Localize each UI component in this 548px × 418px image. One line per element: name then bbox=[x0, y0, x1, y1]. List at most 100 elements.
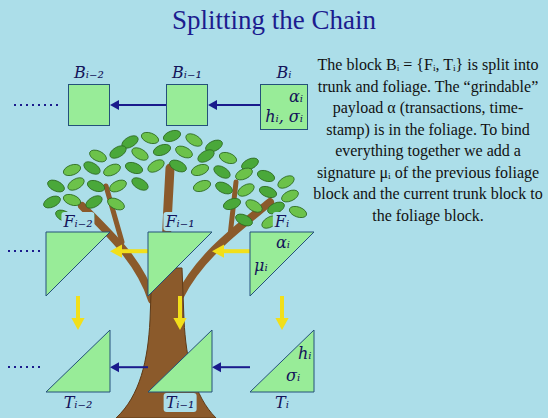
connector-line bbox=[76, 296, 80, 320]
leaf bbox=[196, 147, 217, 165]
connector-line bbox=[215, 104, 260, 106]
block-label: Bᵢ₋₁ bbox=[172, 63, 202, 82]
foliage-block: Fᵢ₋₂ bbox=[46, 232, 110, 296]
title-holder: Splitting the Chain bbox=[0, 4, 548, 36]
triangle-shape bbox=[148, 232, 212, 296]
leaf bbox=[258, 184, 278, 200]
block-label: Bᵢ bbox=[277, 63, 292, 82]
foliage-triangle bbox=[46, 232, 110, 296]
block-content: αᵢ bbox=[276, 233, 290, 252]
tree-foliage bbox=[42, 128, 308, 231]
chain-block: Bᵢαᵢhᵢ, σᵢ bbox=[260, 84, 308, 130]
block-label: Tᵢ₋₂ bbox=[62, 393, 95, 412]
leaf bbox=[174, 144, 195, 161]
trunk-triangle bbox=[46, 330, 110, 392]
leaf bbox=[276, 173, 297, 191]
connector-line bbox=[117, 366, 148, 368]
block-label: Bᵢ₋₂ bbox=[74, 63, 104, 82]
leaf bbox=[46, 178, 67, 195]
connector-arrow bbox=[212, 362, 250, 372]
arrow-head bbox=[275, 318, 288, 330]
block-content-holder: μᵢ bbox=[254, 256, 268, 275]
leaf bbox=[82, 159, 103, 177]
connector-line bbox=[219, 366, 250, 368]
connector-arrow bbox=[173, 296, 186, 330]
leaf bbox=[212, 163, 233, 181]
leaf bbox=[234, 212, 255, 229]
block-label-holder: Bᵢ₋₂ bbox=[74, 63, 104, 82]
leaf bbox=[162, 128, 182, 144]
block-label: Fᵢ₋₁ bbox=[163, 212, 196, 231]
trunk-block: Tᵢhᵢσᵢ bbox=[250, 330, 314, 392]
arrow-head bbox=[212, 245, 224, 258]
connector-line bbox=[120, 249, 148, 253]
foliage-block: Fᵢ₋₁ bbox=[148, 232, 212, 296]
connector-arrow bbox=[110, 100, 166, 110]
connector-arrow bbox=[275, 296, 288, 330]
leaf bbox=[168, 158, 189, 175]
note-text-holder: The block Bᵢ = {Fᵢ, Tᵢ} is split into tr… bbox=[312, 54, 544, 226]
leaf bbox=[234, 166, 255, 183]
leaf bbox=[108, 143, 129, 161]
triangle-shape bbox=[250, 330, 314, 392]
arrow-head bbox=[173, 318, 186, 330]
leaf bbox=[106, 196, 127, 213]
leaf bbox=[192, 178, 212, 194]
trunk-block: Tᵢ₋₂ bbox=[46, 330, 110, 392]
leaf bbox=[280, 188, 301, 205]
leaf bbox=[108, 178, 129, 195]
connector-arrow bbox=[71, 296, 84, 330]
arrow-head bbox=[110, 100, 119, 110]
leaf bbox=[84, 193, 105, 211]
leaf bbox=[190, 162, 210, 178]
block-label: Tᵢ₋₁ bbox=[164, 393, 197, 412]
connector-arrow bbox=[212, 245, 250, 258]
title: Splitting the Chain bbox=[172, 4, 376, 36]
connector-line bbox=[117, 104, 166, 106]
connector-line bbox=[178, 296, 182, 320]
triangle-shape bbox=[46, 330, 110, 392]
leaf bbox=[130, 175, 151, 193]
chain-continuation-dots bbox=[8, 366, 42, 368]
triangle-shape bbox=[46, 232, 110, 296]
block-label-holder: Tᵢ₋₂ bbox=[62, 393, 95, 412]
connector-arrow bbox=[110, 362, 148, 372]
block-label-holder: Bᵢ bbox=[277, 63, 292, 82]
leaf bbox=[152, 142, 172, 158]
arrow-head bbox=[71, 318, 84, 330]
connector-line bbox=[280, 296, 284, 320]
leaf bbox=[146, 157, 167, 175]
leaf bbox=[236, 181, 257, 199]
block-content: hᵢ, σᵢ bbox=[265, 107, 303, 126]
tree-trunk bbox=[116, 268, 216, 418]
leaf bbox=[184, 131, 205, 149]
block-content-holder: αᵢ bbox=[276, 233, 290, 252]
block-content: μᵢ bbox=[254, 256, 268, 275]
arrow-head bbox=[110, 362, 119, 372]
leaf bbox=[62, 192, 82, 208]
trunk-triangle bbox=[148, 330, 212, 392]
block-content: αᵢ bbox=[289, 87, 303, 106]
block-label-holder: Fᵢ₋₁ bbox=[163, 212, 196, 231]
leaf bbox=[66, 175, 87, 193]
chain-block: Bᵢ₋₁ bbox=[166, 84, 208, 126]
block-label: Tᵢ bbox=[273, 393, 291, 412]
leaf bbox=[244, 197, 265, 215]
leaf bbox=[288, 204, 308, 220]
arrow-head bbox=[208, 100, 217, 110]
block-content-holder: hᵢ bbox=[298, 344, 312, 363]
leaf bbox=[124, 160, 144, 176]
trunk-block: Tᵢ₋₁ bbox=[148, 330, 212, 392]
triangle-shape bbox=[148, 330, 212, 392]
chain-block: Bᵢ₋₂ bbox=[68, 84, 110, 126]
arrow-head bbox=[212, 362, 221, 372]
block-content: hᵢ bbox=[298, 344, 312, 363]
block-label-holder: Tᵢ bbox=[273, 393, 291, 412]
leaf bbox=[86, 178, 106, 194]
leaf bbox=[214, 180, 235, 197]
connector-arrow bbox=[110, 245, 148, 258]
triangle-shape bbox=[250, 232, 314, 296]
block-label-holder: Fᵢ bbox=[273, 212, 291, 231]
block-content-holder: σᵢ bbox=[286, 366, 300, 385]
